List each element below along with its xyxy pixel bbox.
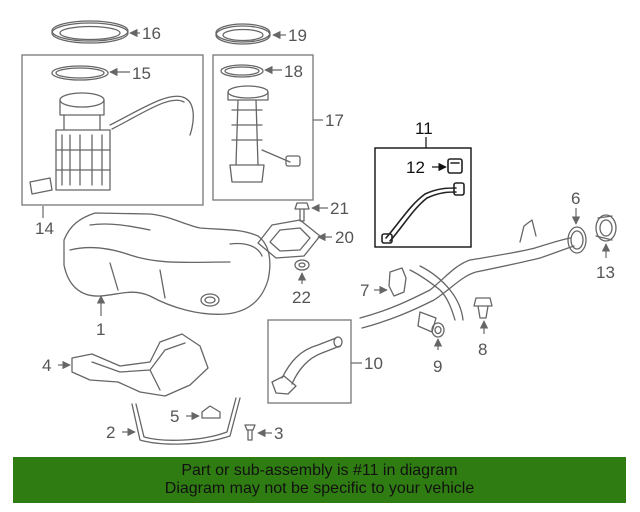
box-11 bbox=[374, 147, 472, 248]
part-12-connector[interactable] bbox=[447, 158, 463, 174]
part-11-fuel-vapor-hose[interactable] bbox=[381, 182, 465, 244]
callout-12: 12 bbox=[406, 158, 425, 177]
part-16-lock-ring[interactable] bbox=[51, 20, 129, 44]
callout-14: 14 bbox=[35, 219, 54, 238]
part-7-bracket[interactable] bbox=[388, 267, 407, 297]
callout-5: 5 bbox=[170, 407, 179, 426]
part-2-strap[interactable] bbox=[131, 397, 241, 445]
part-14-fuel-pump-module[interactable] bbox=[29, 92, 194, 195]
part-17-fuel-level-sender[interactable] bbox=[227, 85, 301, 183]
callout-13: 13 bbox=[596, 263, 615, 282]
callout-22: 22 bbox=[292, 288, 311, 307]
callout-3: 3 bbox=[274, 424, 283, 443]
part-20-cover[interactable] bbox=[257, 219, 321, 259]
callout-9: 9 bbox=[433, 357, 442, 376]
callout-21: 21 bbox=[330, 199, 349, 218]
part-15-seal[interactable] bbox=[51, 65, 109, 81]
part-22-nut[interactable] bbox=[294, 259, 310, 271]
callout-6: 6 bbox=[571, 189, 580, 208]
callout-20: 20 bbox=[335, 228, 354, 247]
callout-4: 4 bbox=[42, 356, 51, 375]
callout-7: 7 bbox=[360, 281, 369, 300]
part-3-bolt[interactable] bbox=[244, 424, 256, 441]
notice-banner: Part or sub-assembly is #11 in diagram D… bbox=[13, 457, 626, 503]
part-10-filler-hose[interactable] bbox=[271, 336, 343, 395]
part-21-bolt[interactable] bbox=[294, 202, 310, 222]
callout-8: 8 bbox=[478, 340, 487, 359]
notice-line-1: Part or sub-assembly is #11 in diagram bbox=[181, 462, 458, 479]
parts-diagram: 16 19 14 15 17 18 bbox=[21, 20, 617, 445]
callout-17: 17 bbox=[325, 111, 344, 130]
box-14 bbox=[21, 54, 204, 206]
notice-line-2: Diagram may not be specific to your vehi… bbox=[164, 480, 475, 497]
callout-18: 18 bbox=[284, 62, 303, 81]
callout-16: 16 bbox=[142, 24, 161, 43]
part-5-nut[interactable] bbox=[201, 405, 221, 419]
callout-19: 19 bbox=[288, 26, 307, 45]
callout-1: 1 bbox=[96, 320, 105, 339]
callout-11: 11 bbox=[415, 119, 433, 138]
part-13-fuel-cap[interactable] bbox=[595, 214, 617, 242]
part-19-lock-ring[interactable] bbox=[215, 23, 271, 45]
part-6-filler-tube[interactable] bbox=[359, 219, 587, 333]
part-1-fuel-tank[interactable] bbox=[63, 212, 271, 315]
part-4-heat-shield[interactable] bbox=[71, 333, 209, 397]
callout-10: 10 bbox=[364, 354, 383, 373]
part-9-nut[interactable] bbox=[431, 322, 445, 338]
box-17 bbox=[212, 54, 314, 201]
part-18-seal[interactable] bbox=[220, 64, 264, 78]
callout-2: 2 bbox=[106, 423, 115, 442]
callout-15: 15 bbox=[132, 64, 151, 83]
box-10 bbox=[267, 319, 352, 404]
part-8-push-pin[interactable] bbox=[473, 297, 493, 319]
